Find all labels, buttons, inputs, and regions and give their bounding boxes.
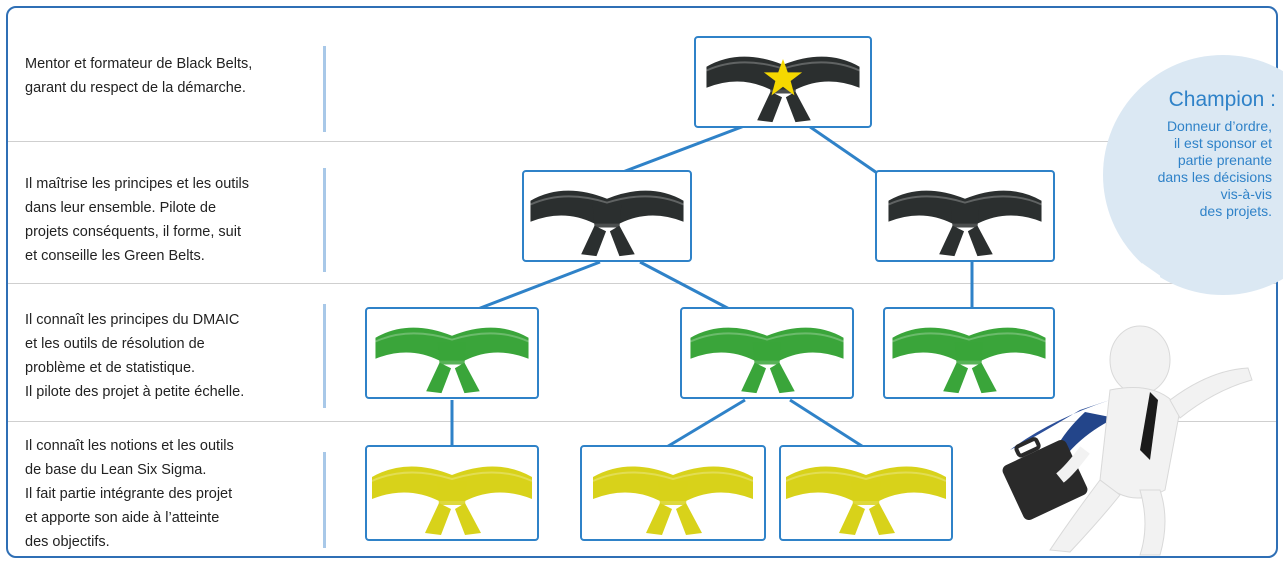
yellow-belt-icon: [785, 465, 947, 536]
flying-businessman-figure: [1002, 325, 1253, 556]
green-belt-box: [680, 307, 854, 399]
description-accent-bar: [323, 46, 326, 132]
level-master-black-belt-description: Mentor et formateur de Black Belts, gara…: [25, 56, 253, 96]
level-yellow-belt-description: Il connaît les notions et les outils de …: [25, 438, 234, 550]
tie-icon: [1140, 392, 1158, 460]
champion-bubble: [1103, 55, 1283, 295]
master-black-belt-box: [694, 36, 872, 128]
description-accent-bar: [323, 304, 326, 408]
black-belt-icon: [705, 55, 861, 124]
black-belt-box: [522, 170, 692, 262]
black-belt-icon: [529, 189, 685, 258]
connector-line: [664, 398, 746, 450]
briefcase-icon: [1002, 437, 1088, 521]
description-accent-bar: [323, 452, 326, 548]
yellow-belt-icon: [371, 465, 533, 536]
yellow-belt-box: [580, 445, 766, 541]
level-black-belt-description: Il maîtrise les principes et les outils …: [25, 176, 250, 264]
description-accent-bar: [323, 168, 326, 272]
connector-line: [639, 260, 736, 314]
connector-line: [469, 260, 601, 314]
level-green-belt-description: Il connaît les principes du DMAIC et les…: [25, 312, 245, 400]
black-belt-icon: [887, 189, 1043, 258]
row-divider: [8, 141, 1276, 142]
yellow-belt-box: [779, 445, 953, 541]
yellow-belt-box: [365, 445, 539, 541]
green-belt-box: [883, 307, 1055, 399]
green-belt-icon: [689, 326, 845, 395]
green-belt-icon: [374, 326, 530, 395]
connector-line: [614, 118, 761, 177]
connector-line: [799, 118, 881, 177]
connector-line: [789, 398, 866, 450]
row-divider: [8, 421, 1276, 422]
speech-pointer-icon: [1114, 253, 1160, 281]
row-divider: [8, 283, 1276, 284]
yellow-belt-icon: [592, 465, 754, 536]
black-belt-box: [875, 170, 1055, 262]
champion-title: Champion :: [1168, 88, 1276, 111]
champion-description: Donneur d’ordre, il est sponsor et parti…: [1157, 118, 1272, 219]
star-icon: [763, 59, 803, 96]
green-belt-box: [365, 307, 539, 399]
